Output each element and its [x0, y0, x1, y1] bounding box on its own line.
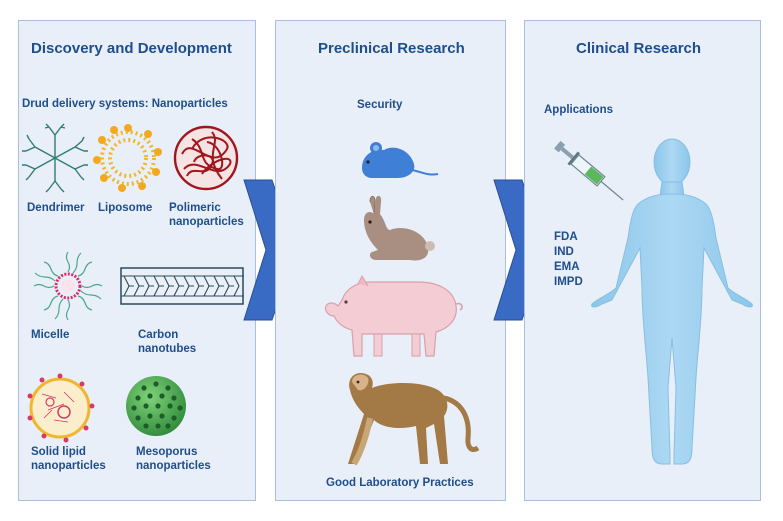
mouse-icon: [362, 142, 439, 178]
preclinical-title: Preclinical Research: [318, 40, 465, 57]
monkey-icon: [348, 372, 480, 466]
regulator-impd: IMPD: [554, 276, 583, 288]
clinical-title: Clinical Research: [576, 40, 702, 57]
human-body-icon: [591, 138, 753, 465]
glp-label: Good Laboratory Practices: [326, 477, 474, 489]
micelle-icon: [33, 251, 103, 321]
liposome-label: Liposome: [98, 202, 153, 214]
rabbit-icon: [364, 195, 435, 261]
regulator-ind: IND: [554, 246, 574, 258]
dendrimer-label: Dendrimer: [27, 202, 85, 214]
solid-lipid-nanoparticle-icon: [27, 373, 95, 443]
dendrimer-icon: [22, 123, 88, 193]
security-label: Security: [357, 99, 403, 111]
solid-lipid-label: Solid lipid nanoparticles: [31, 446, 106, 472]
carbon-nanotubes-label: Carbon nanotubes: [138, 329, 197, 355]
pig-icon: [324, 274, 463, 357]
regulator-fda: FDA: [554, 231, 578, 243]
polimeric-nanoparticle-icon: [173, 125, 239, 191]
discovery-title: Discovery and Development: [31, 40, 232, 57]
nanoparticles-subtitle: Drud delivery systems: Nanoparticles: [22, 98, 228, 110]
polimeric-label: Polimeric nanoparticles: [169, 202, 244, 228]
carbon-nanotube-icon: [120, 267, 244, 305]
mesoporus-label: Mesoporus nanoparticles: [136, 446, 211, 472]
applications-label: Applications: [544, 104, 614, 116]
micelle-label: Micelle: [31, 329, 70, 341]
mesoporus-nanoparticle-icon: [126, 376, 186, 436]
liposome-icon: [93, 124, 162, 192]
regulator-ema: EMA: [554, 261, 580, 273]
syringe-icon: [554, 140, 624, 201]
